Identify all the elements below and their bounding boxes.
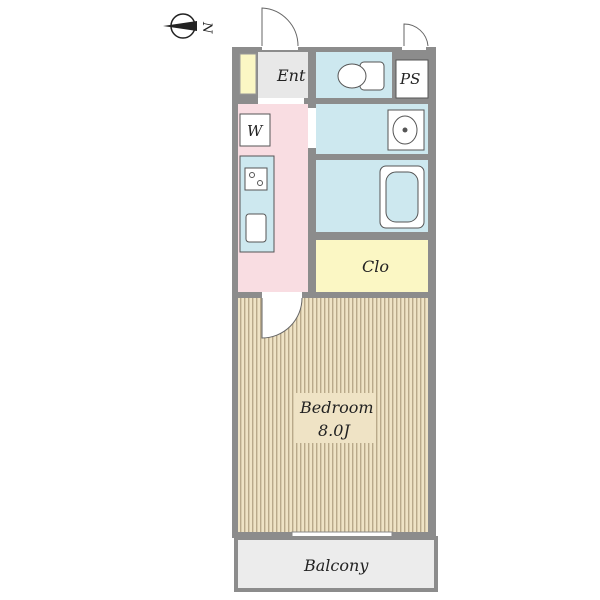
shoe-cabinet	[239, 53, 257, 95]
balcony	[234, 536, 438, 592]
entrance-label: Ent	[276, 66, 306, 85]
stove-icon	[244, 167, 268, 191]
sink-icon	[387, 109, 425, 151]
hall-door-opening[interactable]	[258, 98, 304, 104]
bedroom-label-plate	[296, 393, 374, 443]
balcony-label: Balcony	[303, 556, 369, 575]
bathtub-icon	[379, 165, 425, 229]
entrance-door[interactable]	[261, 7, 299, 50]
washer-label: W	[247, 122, 264, 140]
pipe-space	[395, 59, 429, 99]
toilet-icon	[337, 61, 385, 91]
compass-label: N	[199, 21, 214, 34]
entrance-area	[258, 52, 308, 98]
washroom-door-opening[interactable]	[308, 108, 316, 148]
north-arrow-icon	[163, 13, 197, 39]
closet-label: Clo	[362, 257, 389, 276]
ps-label: PS	[399, 70, 420, 88]
bedroom-door[interactable]	[261, 292, 303, 339]
kitchen-counter	[239, 155, 275, 253]
closet	[316, 240, 428, 292]
bedroom-size-label: 8.0J	[318, 421, 351, 440]
ps-door[interactable]	[402, 23, 429, 50]
kitchen-sink-icon	[245, 213, 267, 243]
compass: N	[163, 13, 214, 39]
washer-space	[239, 113, 271, 147]
bedroom-label: Bedroom	[299, 398, 374, 417]
